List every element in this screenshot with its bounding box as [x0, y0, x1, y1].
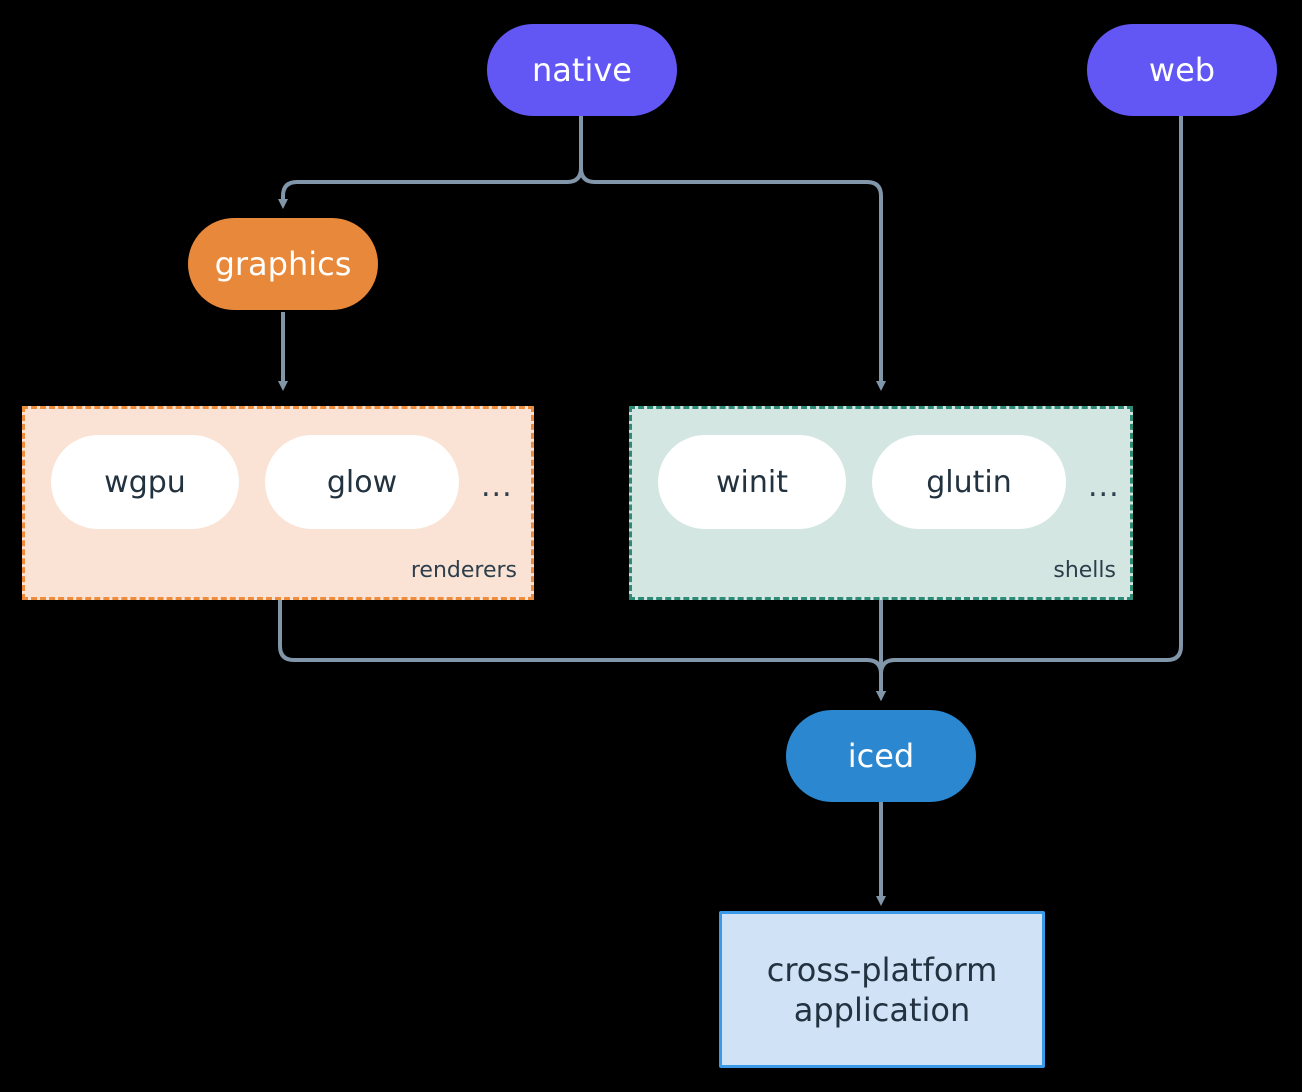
node-graphics[interactable]: graphics	[188, 218, 378, 310]
item-glow-label: glow	[326, 464, 398, 500]
group-renderers-label: renderers	[410, 558, 517, 583]
node-iced[interactable]: iced	[786, 710, 976, 802]
node-web-label: web	[1148, 51, 1216, 89]
node-web[interactable]: web	[1087, 24, 1277, 116]
node-application[interactable]: cross-platform application	[719, 911, 1045, 1068]
node-iced-label: iced	[847, 737, 915, 775]
item-winit-label: winit	[716, 464, 788, 500]
group-shells-label: shells	[1053, 558, 1116, 583]
item-wgpu[interactable]: wgpu	[51, 435, 239, 529]
group-renderers: wgpu glow ... renderers	[22, 406, 534, 600]
application-label-line1: cross-platform	[766, 950, 998, 989]
node-native-label: native	[532, 51, 632, 89]
node-native[interactable]: native	[487, 24, 677, 116]
item-glow[interactable]: glow	[265, 435, 459, 529]
item-glutin-label: glutin	[926, 464, 1012, 500]
edge-renderers-to-iced	[278, 600, 886, 701]
item-wgpu-label: wgpu	[104, 464, 186, 500]
edge-web-to-iced	[876, 114, 1183, 701]
application-label-line2: application	[793, 990, 971, 1029]
item-winit[interactable]: winit	[658, 435, 846, 529]
edge-native-to-shells	[579, 114, 886, 391]
item-glutin[interactable]: glutin	[872, 435, 1066, 529]
group-shells: winit glutin ... shells	[629, 406, 1133, 600]
node-graphics-label: graphics	[214, 245, 352, 283]
edge-native-to-graphics	[278, 114, 583, 209]
shells-ellipsis: ...	[1088, 469, 1120, 504]
renderers-ellipsis: ...	[481, 469, 513, 504]
